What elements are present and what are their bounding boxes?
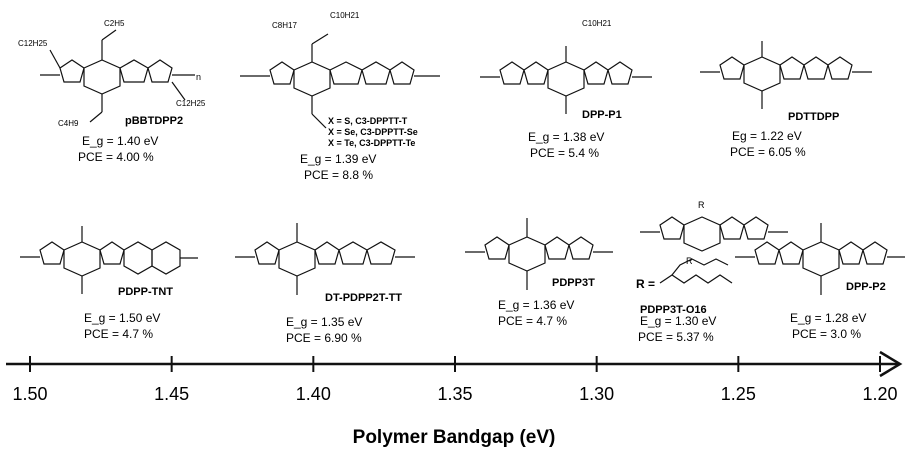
- eg-dt-pdpp2t-tt: E_g = 1.35 eV: [286, 315, 362, 329]
- eg-dpp-p2: E_g = 1.28 eV: [790, 311, 866, 325]
- eg-pdpp-tnt: E_g = 1.50 eV: [84, 311, 160, 325]
- pce-c3-dpptt: PCE = 8.8 %: [304, 168, 373, 182]
- label-r-top: R: [698, 200, 705, 210]
- label-c12-b: C12H25: [176, 99, 206, 108]
- pce-pbbtdpp2: PCE = 4.00 %: [78, 150, 154, 164]
- axis-tick-label: 1.30: [579, 384, 614, 404]
- axis-tick-label: 1.40: [296, 384, 331, 404]
- name-pdpp3t: PDPP3T: [552, 277, 595, 289]
- label-c2-a: C2H5: [104, 19, 125, 28]
- name-dt-pdpp2t-tt: DT-PDPP2T-TT: [325, 292, 402, 304]
- pce-pdpp-tnt: PCE = 4.7 %: [84, 327, 153, 341]
- label-r-bottom: R: [686, 256, 693, 266]
- eg-pdpp3t-o16: E_g = 1.30 eV: [640, 314, 716, 328]
- pce-dpp-p1: PCE = 5.4 %: [530, 146, 599, 160]
- eg-pdpp3t: E_g = 1.36 eV: [498, 298, 574, 312]
- pce-dt-pdpp2t-tt: PCE = 6.90 %: [286, 331, 362, 345]
- axis-title: Polymer Bandgap (eV): [353, 427, 556, 448]
- name-pdttdpp: PDTTDPP: [788, 111, 839, 123]
- axis-tick-label: 1.20: [862, 384, 897, 404]
- name-dpp-p1: DPP-P1: [582, 109, 622, 121]
- name-pbbtdpp2: pBBTDPP2: [125, 115, 183, 127]
- structure-pdpp3t-o16: [640, 216, 788, 284]
- structure-pdpp3t: [465, 218, 613, 290]
- variant-te: X = Te, C3-DPPTT-Te: [328, 138, 415, 148]
- pce-dpp-p2: PCE = 3.0 %: [792, 327, 861, 341]
- r-definition: R =: [636, 277, 655, 291]
- structure-pdpp-tnt: [20, 226, 198, 294]
- label-c8-a: C8H17: [272, 21, 297, 30]
- pce-pdpp3t-o16: PCE = 5.37 %: [638, 330, 714, 344]
- label-n-a: n: [196, 72, 201, 82]
- name-dpp-p2: DPP-P2: [846, 281, 886, 293]
- structure-dt-pdpp2t-tt: [235, 223, 415, 295]
- structure-dpp-p1: [480, 46, 652, 114]
- axis-tick-label: 1.25: [721, 384, 756, 404]
- structure-pbbtdpp2: [40, 29, 195, 123]
- structure-dpp-p2: [735, 223, 905, 295]
- axis-tick-label: 1.50: [12, 384, 47, 404]
- axis-arrowhead: [879, 350, 903, 378]
- name-pdpp-tnt: PDPP-TNT: [118, 286, 173, 298]
- name-pdpp3t-o16: PDPP3T-O16: [640, 304, 707, 316]
- axis-tick-label: 1.35: [437, 384, 472, 404]
- label-c4-a: C4H9: [58, 119, 79, 128]
- variant-s: X = S, C3-DPPTT-T: [328, 116, 408, 126]
- axis-ticks: 1.50 1.45 1.40 1.35 1.30 1.25 1.20: [12, 356, 898, 404]
- variant-se: X = Se, C3-DPPTT-Se: [328, 127, 418, 137]
- axis-tick-label: 1.45: [154, 384, 189, 404]
- pce-pdttdpp: PCE = 6.05 %: [730, 145, 806, 159]
- label-c10-b: C10H21: [582, 19, 612, 28]
- structure-c3-dpptt: [240, 33, 440, 129]
- label-c10-a: C10H21: [330, 11, 360, 20]
- structure-pdttdpp: [700, 41, 872, 109]
- label-c12-a: C12H25: [18, 39, 48, 48]
- eg-dpp-p1: E_g = 1.38 eV: [528, 130, 604, 144]
- pce-pdpp3t: PCE = 4.7 %: [498, 314, 567, 328]
- eg-pdttdpp: Eg = 1.22 eV: [732, 129, 802, 143]
- eg-pbbtdpp2: E_g = 1.40 eV: [82, 134, 158, 148]
- eg-c3-dpptt: E_g = 1.39 eV: [300, 152, 376, 166]
